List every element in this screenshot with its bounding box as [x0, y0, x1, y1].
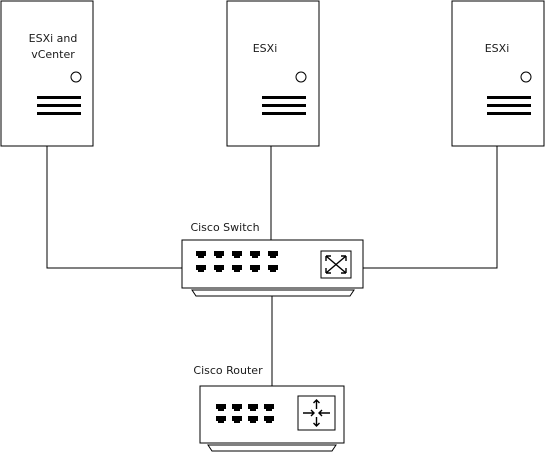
- network-switch-icon: [320, 250, 352, 279]
- server-node-esxi-2[interactable]: ESXi: [226, 0, 320, 147]
- router-base: [207, 444, 337, 452]
- server-label: ESXi: [485, 42, 510, 55]
- port-icon: [232, 404, 242, 411]
- port-icon: [196, 251, 206, 258]
- server-label-line2: vCenter: [31, 48, 75, 61]
- switch-base: [191, 289, 355, 297]
- server-label: ESXi: [253, 42, 278, 55]
- port-icon: [232, 416, 242, 423]
- port-icon: [248, 404, 258, 411]
- router-label: Cisco Router: [193, 364, 263, 377]
- port-icon: [216, 404, 226, 411]
- port-icon: [232, 251, 242, 258]
- port-icon: [196, 265, 206, 272]
- router-node[interactable]: Cisco Router: [193, 364, 345, 452]
- server-node-esxi-vcenter[interactable]: ESXi and vCenter: [0, 0, 94, 147]
- switch-node[interactable]: Cisco Switch: [181, 221, 364, 297]
- port-icon: [268, 265, 278, 272]
- port-icon: [268, 251, 278, 258]
- edge-server1-switch: [46, 146, 182, 269]
- port-icon: [264, 416, 274, 423]
- router-icon: [297, 395, 336, 431]
- edge-server3-switch: [363, 146, 498, 269]
- server-node-esxi-3[interactable]: ESXi: [451, 0, 545, 147]
- switch-label: Cisco Switch: [190, 221, 259, 234]
- server-icon: [262, 71, 307, 115]
- port-icon: [232, 265, 242, 272]
- port-icon: [250, 251, 260, 258]
- port-icon: [264, 404, 274, 411]
- router-ports: [216, 404, 274, 423]
- port-icon: [216, 416, 226, 423]
- server-label-line1: ESXi and: [29, 32, 78, 45]
- server-icon: [37, 71, 82, 115]
- port-icon: [214, 251, 224, 258]
- switch-ports: [196, 251, 278, 272]
- port-icon: [248, 416, 258, 423]
- server-icon: [487, 71, 532, 115]
- connections: [46, 146, 498, 386]
- port-icon: [250, 265, 260, 272]
- port-icon: [214, 265, 224, 272]
